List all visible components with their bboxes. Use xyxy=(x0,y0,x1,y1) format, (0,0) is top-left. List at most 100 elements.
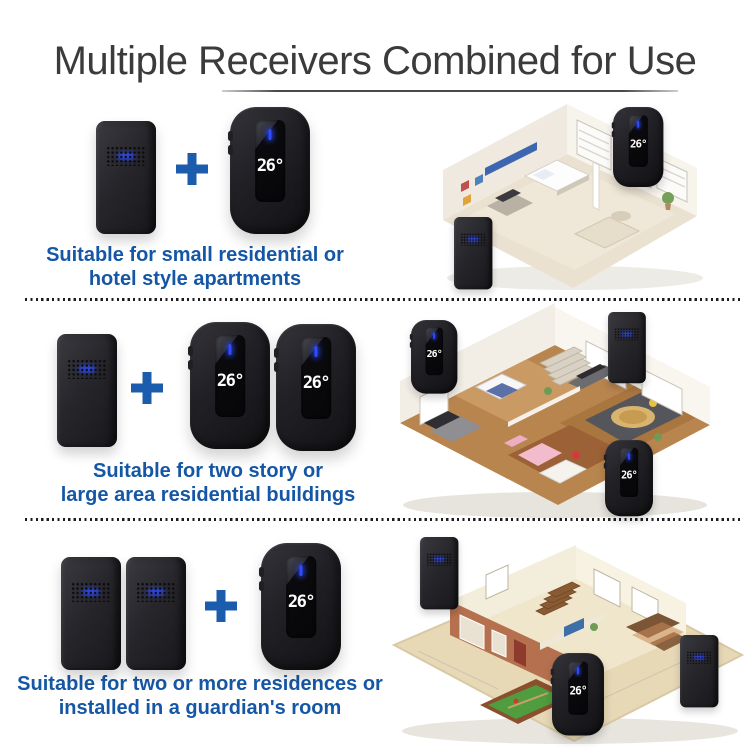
kitchen xyxy=(424,411,482,442)
staircase xyxy=(539,346,595,386)
transmitter-device xyxy=(608,312,646,384)
led-indicator xyxy=(576,667,580,675)
tv xyxy=(564,618,584,637)
floorplan-large-residence: 26° 26° xyxy=(390,303,718,523)
led-indicator xyxy=(433,332,436,340)
receiver-screen: 26° xyxy=(425,327,443,376)
transmitter-device xyxy=(680,635,719,708)
temperature-display: 26° xyxy=(302,372,331,393)
led-indicator xyxy=(268,128,272,141)
brick-wall xyxy=(450,601,566,689)
plus-icon: + xyxy=(176,153,208,185)
receiver-side-button xyxy=(227,131,233,141)
speaker-grid-icon xyxy=(686,651,712,664)
temperature-display: 26° xyxy=(256,155,285,176)
receiver-side-button xyxy=(409,333,413,340)
section-caption: Suitable for two story or large area res… xyxy=(8,459,408,507)
wall-banner xyxy=(485,142,537,176)
bed xyxy=(523,159,591,196)
temperature-display: 26° xyxy=(621,469,638,482)
caption-line: hotel style apartments xyxy=(88,268,302,290)
plant xyxy=(662,192,674,204)
door xyxy=(514,639,526,667)
floorplan-small-apartment: 26° xyxy=(425,98,717,294)
title-underline xyxy=(222,90,678,92)
transmitter-device xyxy=(61,557,121,670)
windows xyxy=(485,564,659,625)
speaker-grid-icon xyxy=(614,327,640,341)
led-indicator xyxy=(299,564,303,577)
led-indicator xyxy=(637,120,640,128)
receiver-screen: 26° xyxy=(286,555,316,639)
plus-icon: + xyxy=(205,590,237,622)
receiver-device: 26° xyxy=(550,653,604,736)
sofa xyxy=(573,216,641,249)
speaker-grid-icon xyxy=(460,233,486,246)
receiver-side-button xyxy=(187,346,193,356)
kids-room xyxy=(504,435,588,484)
receiver-device: 26° xyxy=(187,322,270,449)
receiver-device: 26° xyxy=(273,324,356,451)
receiver-side-button xyxy=(273,362,279,372)
staircase xyxy=(535,581,581,616)
receiver-side-button xyxy=(550,677,554,685)
floorplan-villa: 26° xyxy=(388,523,750,750)
transmitter-device xyxy=(126,557,186,670)
receiver-device: 26° xyxy=(603,440,653,517)
led-indicator xyxy=(314,345,318,358)
temperature-display: 26° xyxy=(569,684,587,698)
receiver-side-button xyxy=(603,462,607,469)
temperature-display: 26° xyxy=(216,370,245,391)
sofas xyxy=(626,613,688,651)
receiver-screen: 26° xyxy=(620,447,638,498)
section-caption: Suitable for two or more residences or i… xyxy=(0,672,400,720)
receiver-screen: 26° xyxy=(628,114,648,167)
transmitter-device xyxy=(57,334,117,447)
receiver-side-button xyxy=(611,130,615,138)
receiver-screen: 26° xyxy=(215,334,245,418)
receiver-device: 26° xyxy=(409,320,458,394)
tv xyxy=(495,189,521,202)
speaker-grid-icon xyxy=(67,359,107,380)
dotted-separator xyxy=(25,518,740,521)
led-indicator xyxy=(228,343,232,356)
receiver-side-button xyxy=(258,581,264,591)
caption-line: large area residential buildings xyxy=(60,484,356,506)
receiver-screen: 26° xyxy=(301,336,331,420)
bed xyxy=(474,373,528,400)
receiver-screen: 26° xyxy=(568,661,588,715)
speaker-grid-icon xyxy=(106,146,146,167)
receiver-side-button xyxy=(611,122,615,129)
receiver-device: 26° xyxy=(258,543,341,670)
speaker-grid-icon xyxy=(136,582,176,603)
pool-table xyxy=(480,679,574,724)
receiver-side-button xyxy=(550,668,554,676)
temperature-display: 26° xyxy=(287,591,316,612)
transmitter-device xyxy=(96,121,156,234)
page-title: Multiple Receivers Combined for Use xyxy=(53,39,697,83)
temperature-display: 26° xyxy=(426,348,443,360)
caption-line: Suitable for two story or xyxy=(92,460,324,482)
plus-icon: + xyxy=(131,372,163,404)
transmitter-device xyxy=(420,537,459,610)
receiver-device: 26° xyxy=(227,107,310,234)
section-caption: Suitable for small residential or hotel … xyxy=(5,243,385,291)
receiver-device: 26° xyxy=(611,107,664,188)
receiver-side-button xyxy=(258,567,264,577)
receiver-side-button xyxy=(227,145,233,155)
receiver-side-button xyxy=(273,348,279,358)
temperature-display: 26° xyxy=(629,137,647,151)
speaker-grid-icon xyxy=(426,553,452,566)
receiver-side-button xyxy=(187,360,193,370)
receiver-side-button xyxy=(409,342,413,348)
caption-line: installed in a guardian's room xyxy=(58,697,342,719)
led-indicator xyxy=(627,453,631,460)
dotted-separator xyxy=(25,298,740,301)
receiver-screen: 26° xyxy=(255,119,285,203)
transmitter-device xyxy=(454,217,493,290)
floorplan-large-residence-illustration xyxy=(400,303,710,518)
caption-line: Suitable for two or more residences or xyxy=(17,673,383,695)
caption-line: Suitable for small residential or xyxy=(46,244,344,266)
tv xyxy=(576,364,606,379)
